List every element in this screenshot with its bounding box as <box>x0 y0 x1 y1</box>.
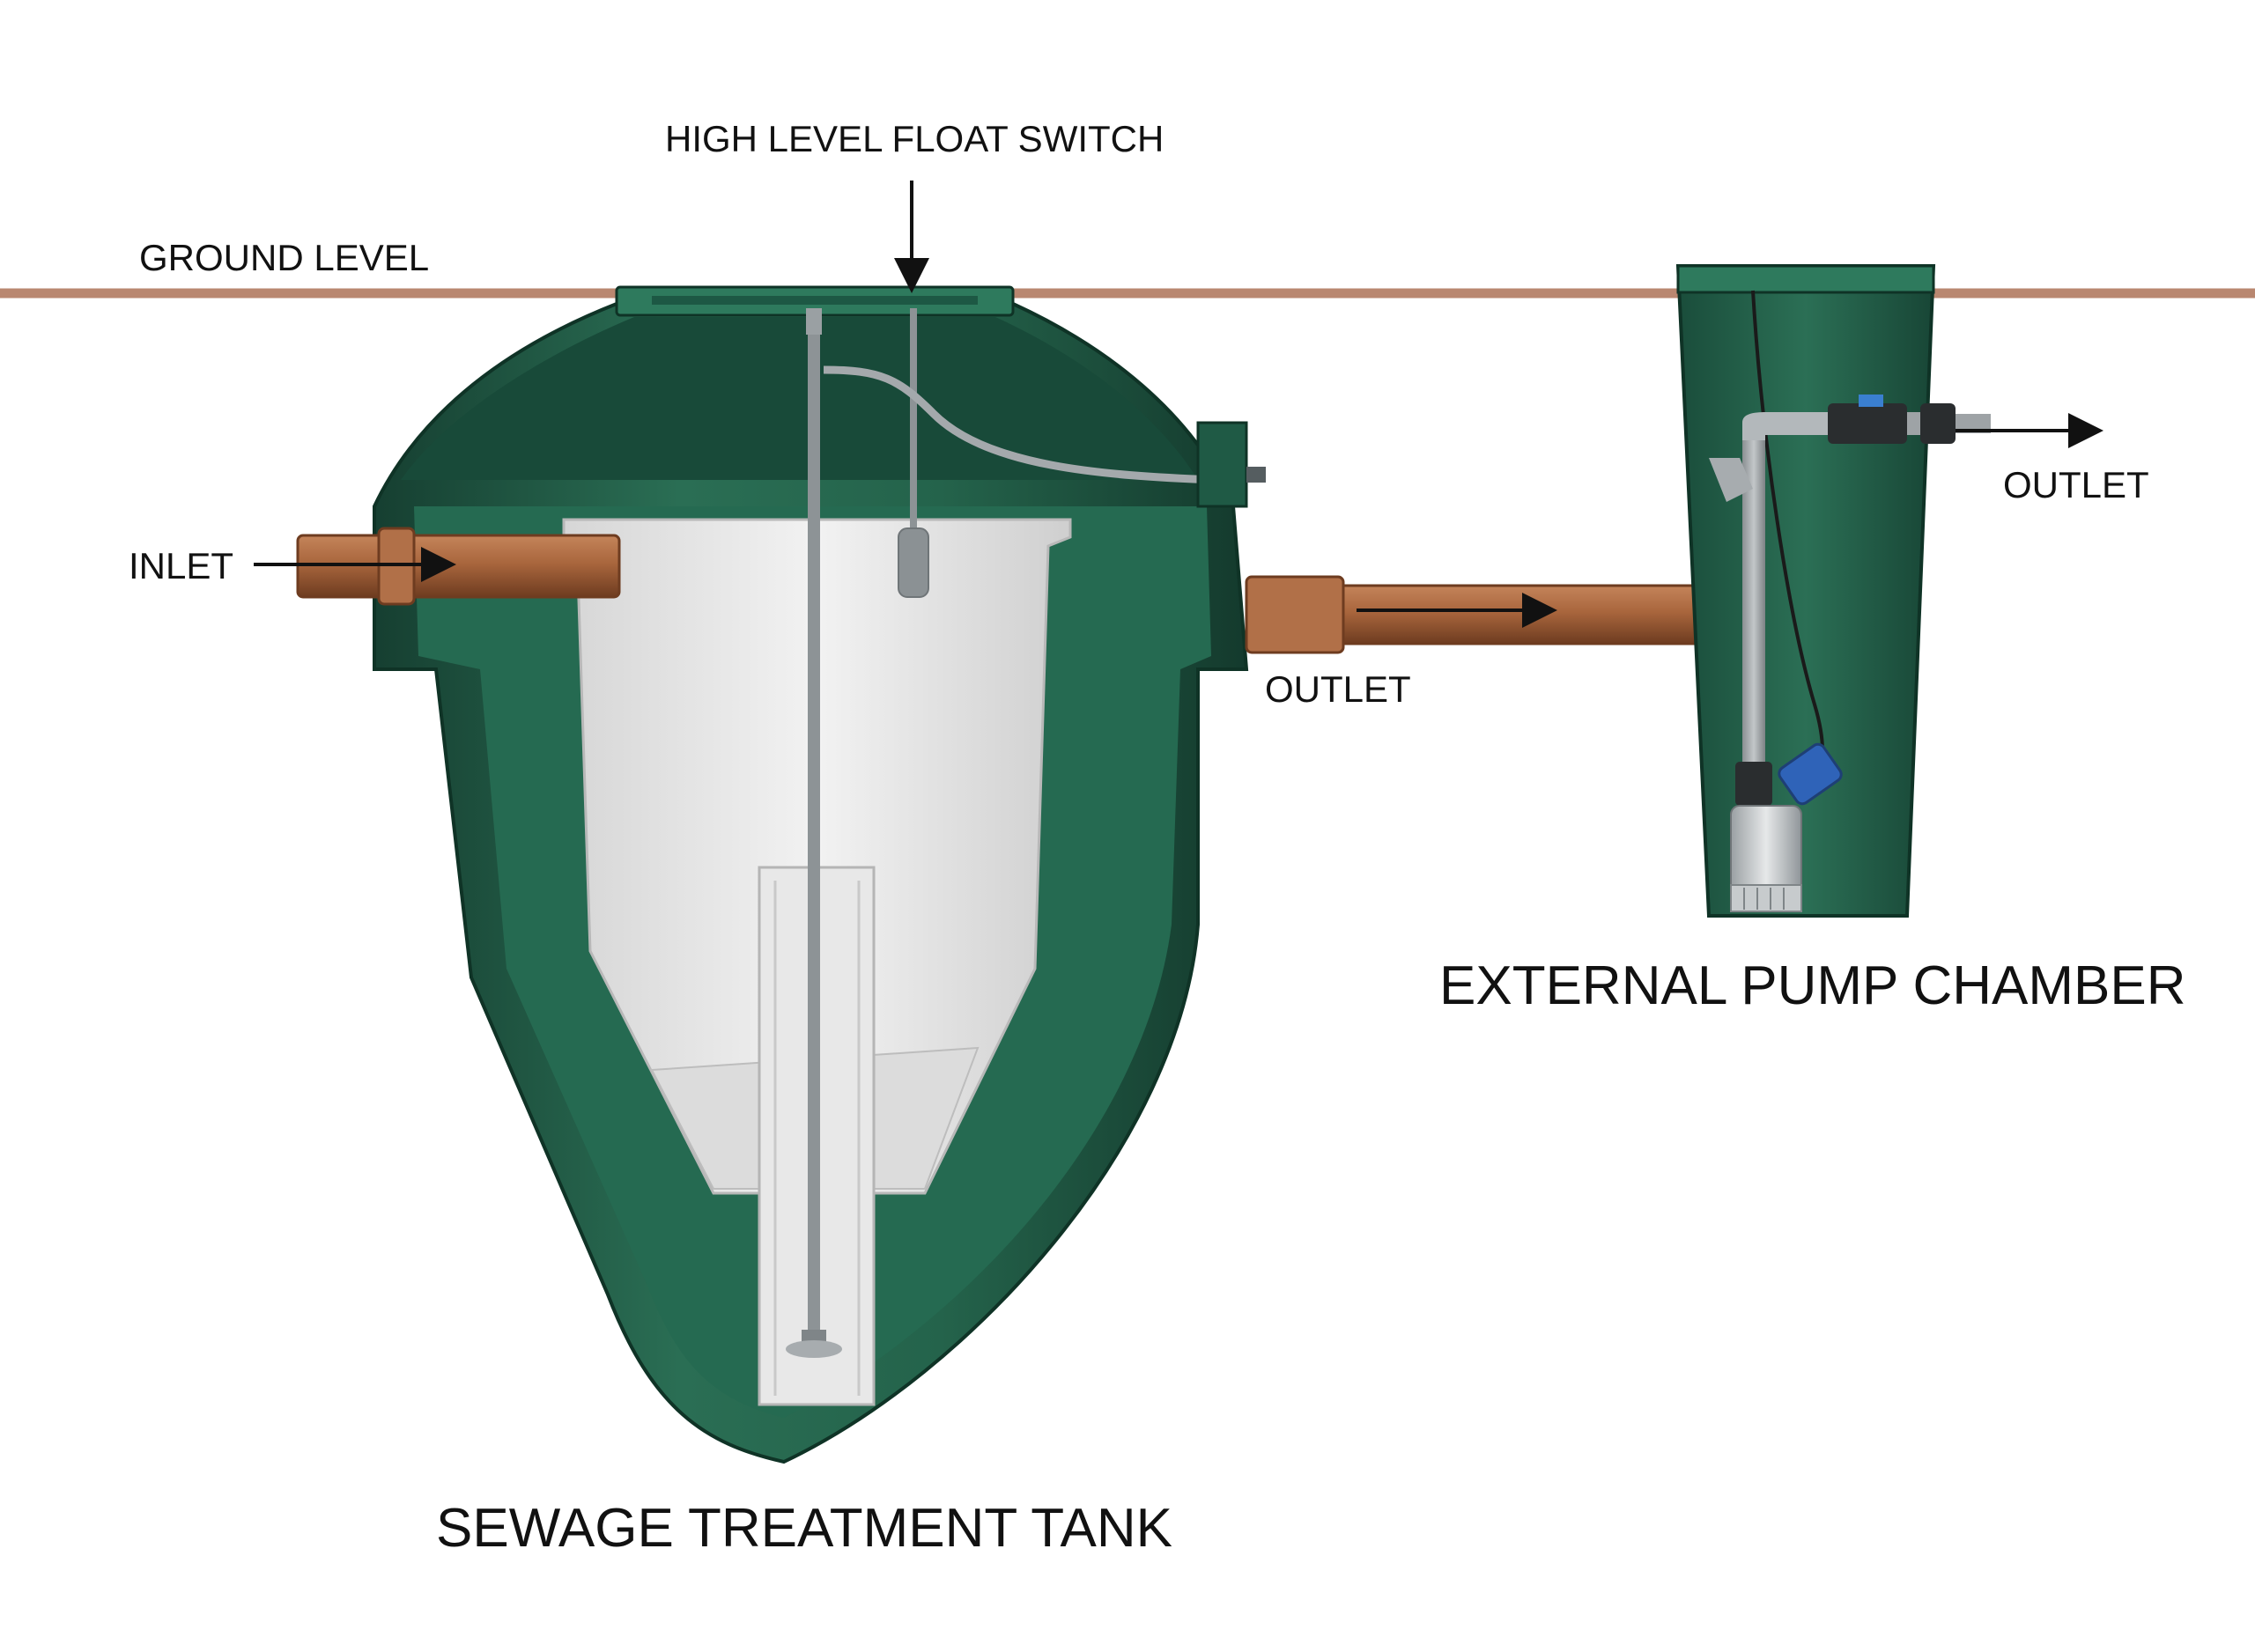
airlift-pipe <box>808 326 820 1330</box>
label-inlet: INLET <box>129 545 233 586</box>
pump-chamber-lid <box>1676 264 1935 294</box>
label-ground-level: GROUND LEVEL <box>139 237 429 278</box>
label-high-level-float-switch: HIGH LEVEL FLOAT SWITCH <box>665 118 1164 159</box>
airlift-diffuser <box>786 1340 842 1358</box>
label-sewage-treatment-tank: SEWAGE TREATMENT TANK <box>436 1498 1172 1559</box>
label-external-pump-chamber: EXTERNAL PUMP CHAMBER <box>1439 955 2186 1016</box>
high-level-float <box>898 527 929 598</box>
sewage-treatment-tank <box>373 285 1266 1464</box>
pump-float-switch <box>1778 742 1843 806</box>
tank-inner-dome <box>401 317 1198 480</box>
label-outlet-pump: OUTLET <box>2003 464 2149 505</box>
external-pump-chamber <box>1675 264 1991 918</box>
label-outlet-tank: OUTLET <box>1265 668 1411 710</box>
pump-chamber-body <box>1675 264 1936 918</box>
gate-valve <box>1828 403 1907 444</box>
float-switch-cable <box>823 365 1216 484</box>
outlet-pipe <box>1245 575 1711 654</box>
